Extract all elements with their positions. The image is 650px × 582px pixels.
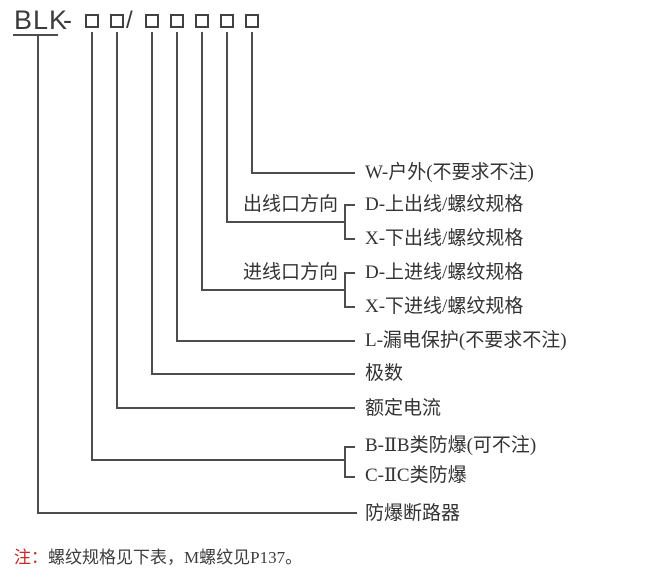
label-leakage: L-漏电保护(不要求不注) — [365, 330, 567, 351]
model-code-box-1 — [85, 14, 99, 28]
explosion-bracket-bottom-tick — [344, 476, 355, 478]
inlet-bracket-spine — [344, 272, 346, 308]
elbow-line-inlet-group — [201, 289, 345, 291]
model-code-box-3 — [145, 14, 159, 28]
elbow-line-poles — [151, 373, 355, 375]
label-inlet-direction-group: 进线口方向 — [243, 262, 339, 283]
model-prefix: BLK — [14, 5, 69, 35]
outlet-bracket-top-tick — [344, 204, 355, 206]
elbow-line-product — [37, 512, 357, 514]
elbow-line-leakage — [176, 340, 355, 342]
elbow-line-outlet-group — [226, 221, 345, 223]
label-outlet-down: X-下出线/螺纹规格 — [365, 228, 524, 249]
explosion-bracket-top-tick — [344, 446, 355, 448]
outlet-bracket-bottom-tick — [344, 238, 355, 240]
model-prefix-underline — [13, 34, 58, 36]
model-code-box-4 — [170, 14, 184, 28]
inlet-bracket-top-tick — [344, 272, 355, 274]
footnote-label: 注： — [14, 548, 48, 567]
elbow-line-rated-current — [116, 407, 355, 409]
leader-line-box3 — [151, 32, 153, 375]
label-poles: 极数 — [365, 363, 404, 384]
label-outlet-direction-group: 出线口方向 — [243, 194, 339, 215]
model-separator: - — [63, 5, 72, 35]
leader-line-box5 — [201, 32, 203, 291]
leader-line-box6 — [226, 32, 228, 223]
label-explosion-class-c: C-ⅡC类防爆 — [365, 465, 467, 486]
elbow-line-explosion-class — [91, 459, 345, 461]
model-code-box-5 — [195, 14, 209, 28]
elbow-line-outdoor — [251, 172, 355, 174]
model-code-box-2 — [110, 14, 124, 28]
label-outlet-up: D-上出线/螺纹规格 — [365, 194, 524, 215]
inlet-bracket-bottom-tick — [344, 306, 355, 308]
label-inlet-up: D-上进线/螺纹规格 — [365, 262, 524, 283]
model-code-box-7 — [245, 14, 259, 28]
leader-line-box2 — [116, 32, 118, 409]
leader-line-prefix — [37, 36, 39, 514]
explosion-bracket-spine — [344, 446, 346, 478]
leader-line-box1 — [91, 32, 93, 461]
outlet-bracket-spine — [344, 204, 346, 240]
leader-line-box7 — [251, 32, 253, 174]
label-outdoor: W-户外(不要求不注) — [365, 162, 534, 183]
model-code-box-6 — [220, 14, 234, 28]
label-inlet-down: X-下进线/螺纹规格 — [365, 296, 524, 317]
label-explosion-class-b: B-ⅡB类防爆(可不注) — [365, 435, 537, 456]
label-rated-current: 额定电流 — [365, 398, 442, 419]
leader-line-box4 — [176, 32, 178, 342]
label-product: 防爆断路器 — [365, 503, 461, 524]
footnote-text: 螺纹规格见下表，M螺纹见P137。 — [48, 548, 303, 567]
model-slash: / — [126, 7, 133, 34]
footnote: 注：螺纹规格见下表，M螺纹见P137。 — [14, 547, 302, 569]
